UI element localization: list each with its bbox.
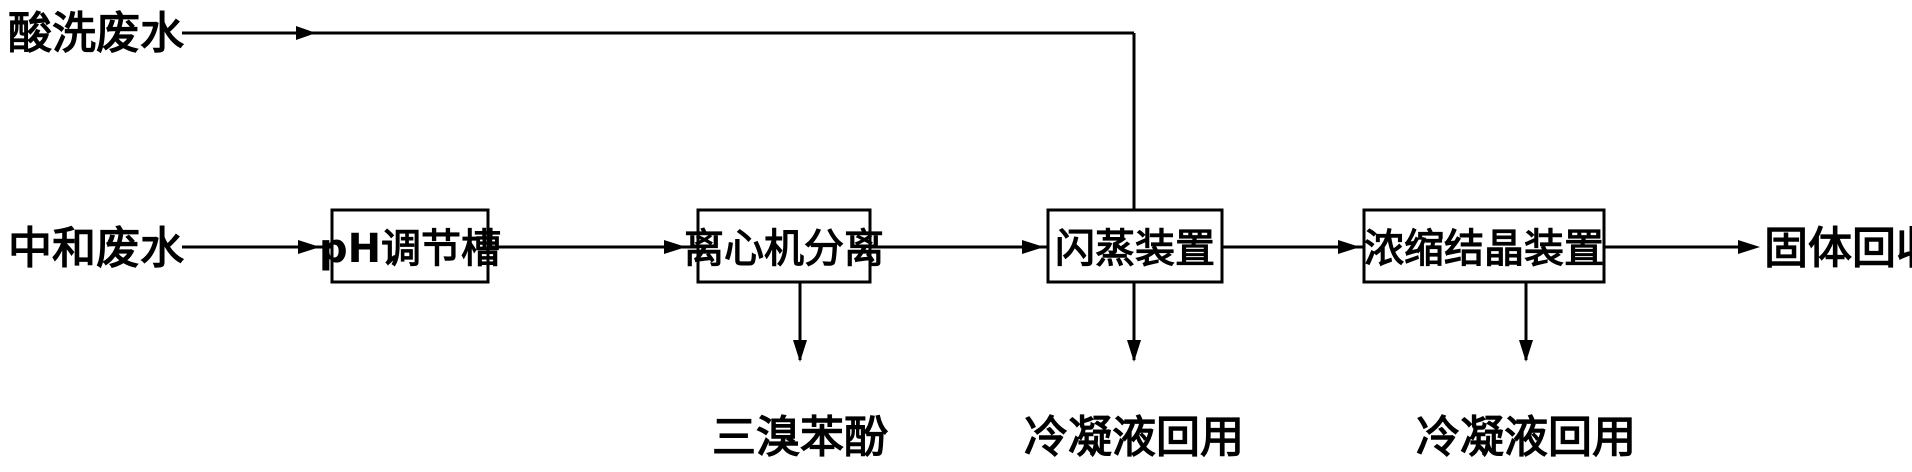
centrifuge-separation-label: 离心机分离 — [684, 226, 884, 272]
acid-wash-flow-arrow — [296, 26, 316, 40]
condensate-reuse-label-2: 冷凝液回用 — [1416, 412, 1636, 463]
ph-adjustment-tank-label: pH调节槽 — [319, 226, 501, 272]
arrow-to-ph-tank — [298, 240, 320, 254]
condensate-reuse-label-1: 冷凝液回用 — [1024, 412, 1244, 463]
arrow-to-condensate-2 — [1519, 340, 1533, 362]
neutralization-wastewater-label: 中和废水 — [8, 223, 185, 274]
solid-recovery-label: 固体回收 — [1764, 223, 1912, 274]
centrifuge-separation-box — [696, 208, 872, 284]
arrow-to-centrifuge — [664, 240, 686, 254]
arrow-to-solid-recovery — [1738, 240, 1760, 254]
arrow-to-tribromophenol — [793, 340, 807, 362]
tribromophenol-label: 三溴苯酚 — [712, 412, 889, 463]
concentration-crystallization-label: 浓缩结晶装置 — [1364, 226, 1604, 272]
arrow-to-condensate-1 — [1127, 340, 1141, 362]
arrow-to-flash-evaporator — [1022, 240, 1044, 254]
flash-evaporation-unit-label: 闪蒸装置 — [1055, 226, 1215, 272]
arrow-to-crystallizer — [1338, 240, 1360, 254]
flash-evaporation-unit-box — [1046, 208, 1224, 284]
concentration-crystallization-box — [1362, 208, 1606, 284]
ph-adjustment-tank-box — [330, 208, 490, 284]
acid-wash-wastewater-label: 酸洗废水 — [8, 8, 185, 59]
